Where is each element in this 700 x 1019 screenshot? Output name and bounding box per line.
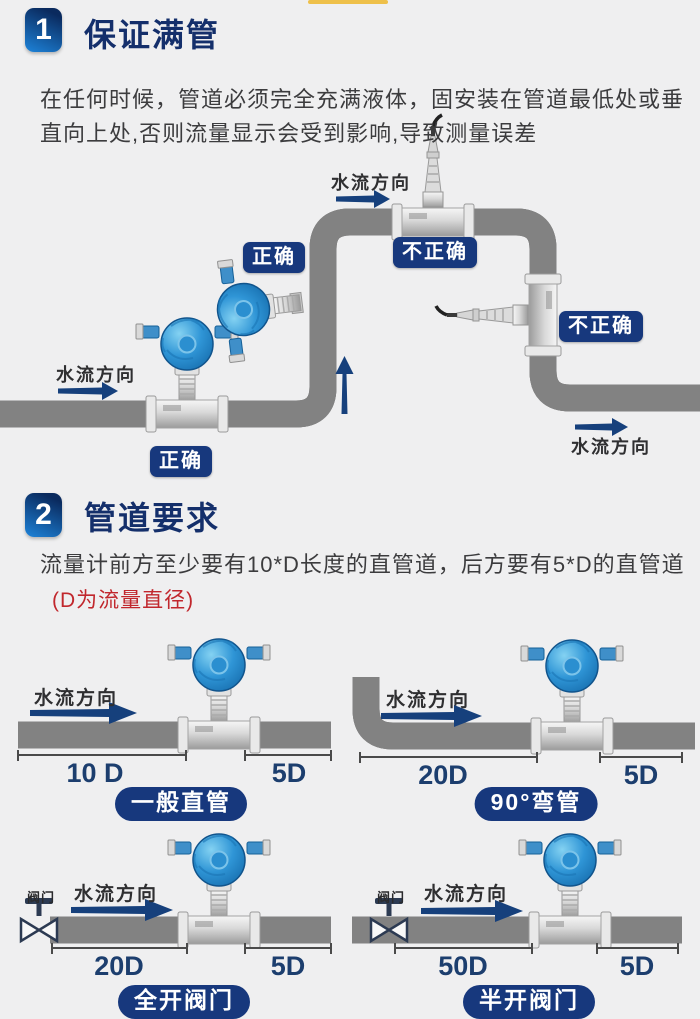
dim-before-label: 10 D — [66, 758, 124, 788]
flow-arrow-icon — [421, 900, 523, 922]
dim-after-label: 5D — [619, 951, 655, 981]
section2-note: (D为流量直径) — [52, 589, 195, 612]
section1-title: 保证满管 — [84, 17, 221, 53]
dim-after-label: 5D — [623, 760, 659, 790]
caption-pill: 一般直管 — [115, 787, 247, 821]
flow-direction-label: 水流方向 — [386, 690, 471, 711]
turbine-flowmeter-icon — [135, 317, 239, 433]
flow-arrow-right-icon — [575, 418, 628, 436]
section1-number-badge: 1 — [25, 8, 62, 52]
up-arrow-icon — [335, 356, 354, 414]
dimension-line — [51, 943, 332, 954]
valve-label: 阀门 — [377, 890, 406, 905]
section2-title: 管道要求 — [84, 500, 221, 536]
caption-pill: 90°弯管 — [474, 787, 598, 821]
turbine-flowmeter-diagonal-icon — [210, 250, 308, 365]
flow-direction-label-right: 水流方向 — [571, 437, 651, 457]
insertion-sensor-right-icon — [434, 273, 562, 357]
flow-arrow-icon — [71, 899, 173, 921]
dim-after-label: 5D — [270, 951, 306, 981]
flow-direction-label: 水流方向 — [74, 884, 159, 905]
turbine-flowmeter-icon — [520, 639, 624, 755]
pipe-elbow-2 — [352, 677, 695, 750]
dim-before-label: 20D — [418, 760, 468, 790]
flow-arrow-icon — [30, 702, 137, 724]
valve-label: 阀门 — [27, 890, 56, 905]
correct-badge: 正确 — [243, 242, 305, 273]
flow-arrow-top-icon — [336, 190, 390, 208]
flow-direction-label: 水流方向 — [34, 688, 119, 709]
dimension-line — [359, 752, 683, 763]
dim-before-label: 20D — [94, 951, 144, 981]
dimension-line — [394, 943, 679, 954]
turbine-flowmeter-icon — [167, 638, 271, 754]
section2-number-badge: 2 — [25, 493, 62, 537]
dim-after-label: 5D — [271, 758, 307, 788]
incorrect-badge: 不正确 — [393, 237, 477, 268]
flow-arrow-icon — [381, 705, 482, 727]
section1-body: 在任何时候，管道必须完全充满液体，固安装在管道最低处或垂直向上处,否则流量显示会… — [40, 87, 685, 146]
flow-direction-label-left: 水流方向 — [56, 365, 136, 385]
turbine-flowmeter-icon — [518, 833, 622, 949]
turbine-flowmeter-icon — [167, 833, 271, 949]
dimension-line — [17, 750, 332, 761]
incorrect-badge: 不正确 — [559, 311, 643, 342]
correct-badge: 正确 — [150, 446, 212, 477]
flow-direction-label-top: 水流方向 — [331, 173, 411, 193]
dim-before-label: 50D — [438, 951, 488, 981]
section2-body: 流量计前方至少要有10*D长度的直管道，后方要有5*D的直管道 — [40, 552, 685, 577]
caption-pill: 半开阀门 — [463, 985, 595, 1019]
flow-arrow-left-icon — [58, 382, 118, 400]
yellow-accent-bar — [308, 0, 388, 4]
caption-pill: 全开阀门 — [118, 985, 250, 1019]
flow-direction-label: 水流方向 — [424, 884, 509, 905]
